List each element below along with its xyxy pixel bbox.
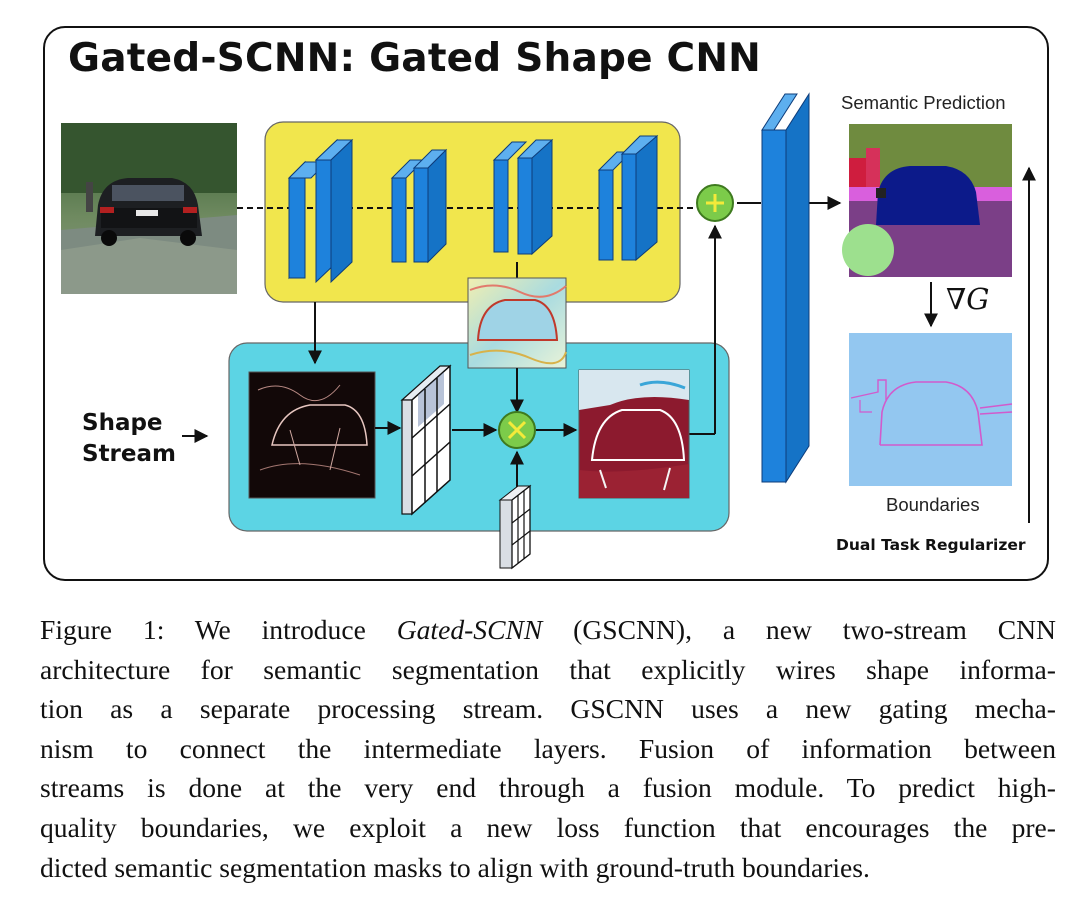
caption-line-6: quality boundaries, we exploit a new los… bbox=[40, 811, 1056, 843]
figure-title: Gated-SCNN: Gated Shape CNN bbox=[68, 36, 762, 81]
caption-line-2: architecture for semantic segmentation t… bbox=[40, 653, 1056, 685]
conv-block-3 bbox=[492, 138, 554, 256]
semantic-prediction-label: Semantic Prediction bbox=[841, 92, 1006, 113]
figure-caption: Figure 1: We introduce Gated-SCNN (GSCNN… bbox=[40, 610, 1056, 887]
times-circle-icon bbox=[498, 411, 536, 449]
caption-line-1: Figure 1: We introduce Gated-SCNN (GSCNN… bbox=[40, 610, 1056, 650]
conv-block-4 bbox=[597, 134, 659, 262]
fusion-conv-block bbox=[761, 92, 810, 484]
edge-map-image bbox=[248, 371, 376, 499]
architecture-diagram bbox=[61, 92, 1036, 570]
gated-output-image bbox=[578, 369, 690, 499]
conv-block-2 bbox=[390, 148, 448, 264]
caption-line-4: nism to connect the intermediate layers.… bbox=[40, 732, 1056, 764]
attention-map-image bbox=[467, 277, 567, 369]
caption-prefix: Figure 1: We introduce bbox=[40, 614, 397, 645]
plus-circle-icon bbox=[696, 184, 734, 222]
semantic-prediction-image bbox=[842, 124, 1012, 277]
caption-line-7: dicted semantic segmentation masks to al… bbox=[40, 851, 870, 883]
shape-stream-label: Shape Stream bbox=[82, 408, 176, 470]
boundaries-label: Boundaries bbox=[886, 494, 980, 515]
shape-stream-label-line2: Stream bbox=[82, 441, 176, 467]
gradient-label: ∇G bbox=[946, 282, 990, 316]
dual-task-regularizer-label: Dual Task Regularizer bbox=[836, 536, 1026, 554]
caption-model-name: Gated-SCNN bbox=[396, 614, 543, 645]
gate-conv-kernel bbox=[400, 364, 452, 516]
caption-line-1-rest: (GSCNN), a new two-stream CNN bbox=[542, 614, 1056, 645]
caption-line-5: streams is done at the very end through … bbox=[40, 772, 1056, 804]
input-image bbox=[61, 123, 237, 294]
caption-line-3: tion as a separate processing stream. GS… bbox=[40, 693, 1056, 725]
small-conv-kernel bbox=[498, 484, 532, 570]
boundaries-image bbox=[849, 333, 1013, 486]
shape-stream-label-line1: Shape bbox=[82, 410, 163, 436]
conv-block-1 bbox=[287, 138, 354, 284]
